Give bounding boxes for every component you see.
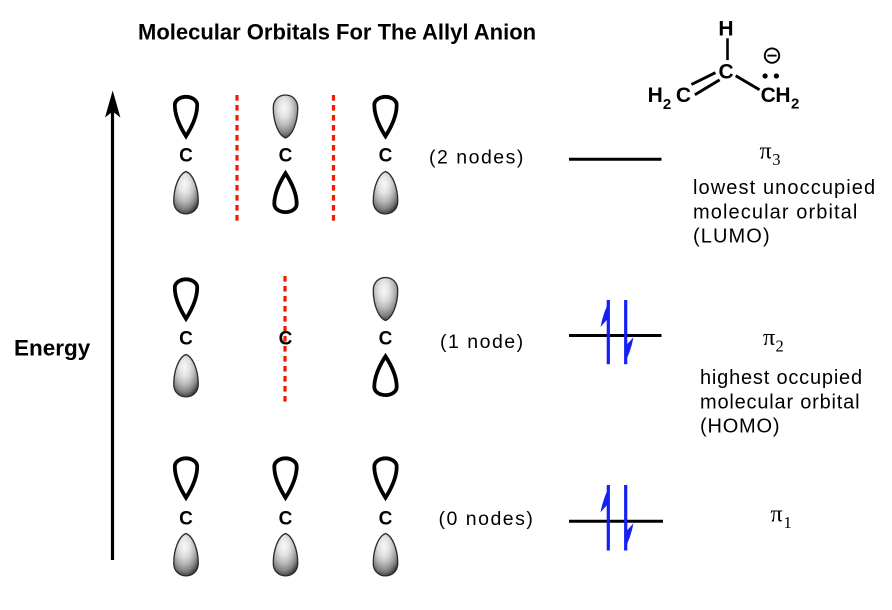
svg-text:molecular orbital: molecular orbital bbox=[693, 201, 858, 223]
svg-text:π: π bbox=[771, 502, 783, 528]
svg-text:3: 3 bbox=[772, 150, 780, 169]
svg-text:C: C bbox=[761, 84, 776, 107]
svg-text:π: π bbox=[763, 325, 775, 351]
svg-text:highest occupied: highest occupied bbox=[700, 367, 863, 389]
svg-text:(1 node): (1 node) bbox=[440, 331, 525, 353]
svg-text:H: H bbox=[718, 18, 733, 41]
svg-text:2: 2 bbox=[791, 96, 799, 113]
svg-text:π: π bbox=[760, 139, 772, 165]
svg-text:C: C bbox=[279, 509, 293, 530]
svg-text:1: 1 bbox=[784, 513, 792, 532]
svg-text:C: C bbox=[379, 509, 393, 530]
svg-text:C: C bbox=[279, 146, 293, 167]
svg-text:Energy: Energy bbox=[14, 336, 91, 361]
svg-text:(LUMO): (LUMO) bbox=[693, 226, 771, 248]
svg-text:C: C bbox=[719, 60, 734, 83]
svg-text:C: C bbox=[279, 329, 293, 350]
svg-text:(2 nodes): (2 nodes) bbox=[429, 147, 525, 169]
svg-text:2: 2 bbox=[776, 337, 784, 356]
svg-text:H: H bbox=[775, 84, 790, 107]
svg-text:C: C bbox=[676, 84, 691, 107]
svg-text:C: C bbox=[179, 509, 193, 530]
svg-text:C: C bbox=[379, 329, 393, 350]
svg-text:C: C bbox=[379, 146, 393, 167]
svg-text:Molecular Orbitals For The All: Molecular Orbitals For The Allyl Anion bbox=[138, 20, 536, 45]
svg-text:(HOMO): (HOMO) bbox=[700, 416, 780, 438]
svg-text:2: 2 bbox=[663, 96, 671, 113]
svg-text:C: C bbox=[179, 146, 193, 167]
svg-text:H: H bbox=[648, 84, 663, 107]
svg-text:lowest unoccupied: lowest unoccupied bbox=[693, 177, 876, 199]
svg-text:molecular orbital: molecular orbital bbox=[700, 391, 860, 413]
svg-text:(0 nodes): (0 nodes) bbox=[439, 508, 535, 530]
svg-text:C: C bbox=[179, 329, 193, 350]
